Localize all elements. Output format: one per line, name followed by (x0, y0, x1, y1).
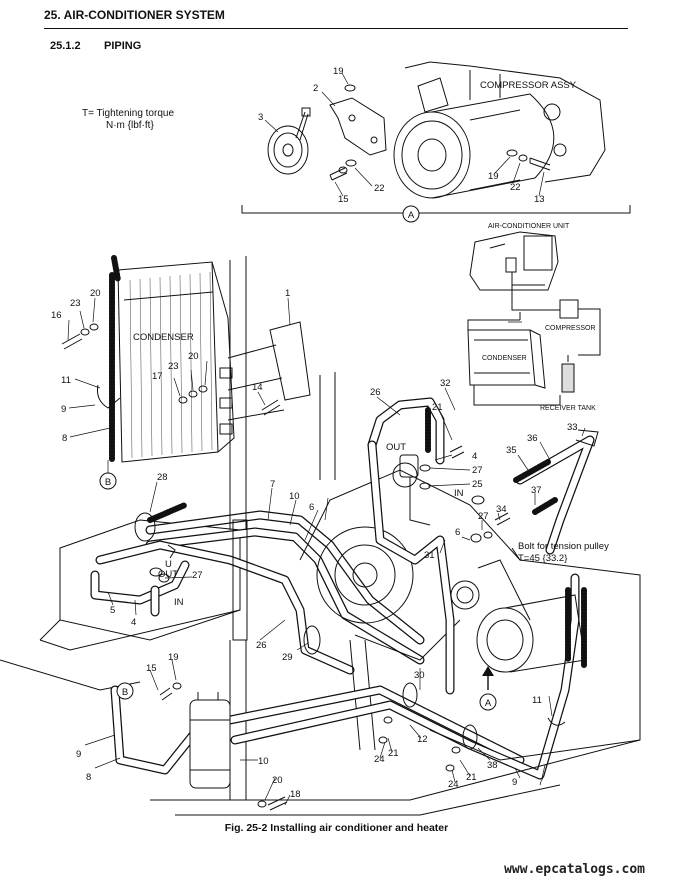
callout-26-bottom: 26 (256, 640, 267, 651)
callout-10-bottom: 10 (258, 756, 269, 767)
callout-27-right: 27 (478, 511, 489, 522)
out-port-left: OUT (158, 569, 178, 580)
callout-7-right: 7 (538, 777, 543, 788)
section-name: PIPING (104, 40, 142, 52)
callout-18: 18 (290, 789, 301, 800)
callout-14: 14 (252, 382, 263, 393)
callout-5: 5 (110, 605, 115, 616)
tension-pulley-note-line1: Bolt for tension pulley (518, 541, 609, 552)
inset-receiver-tank-label: RECEIVER TANK (540, 405, 596, 412)
callout-1: 1 (285, 288, 290, 299)
out-port-compressor: OUT (386, 442, 406, 453)
inset-condenser-label: CONDENSER (482, 355, 527, 362)
callout-17: 17 (152, 371, 163, 382)
callout-16: 16 (51, 310, 62, 321)
callout-12: 12 (417, 734, 428, 745)
view-marker-b-bottom-label: B (122, 687, 128, 698)
condenser-label: CONDENSER (133, 332, 194, 343)
callout-38: 38 (487, 760, 498, 771)
callout-11-right: 11 (532, 695, 542, 706)
callout-27-top: 27 (472, 465, 483, 476)
callout-6-right: 6 (455, 527, 460, 538)
callout-35: 35 (506, 445, 517, 456)
callout-22-right: 22 (510, 182, 521, 193)
header-rule (44, 28, 628, 29)
callout-22-top: 22 (374, 183, 385, 194)
section-number: 25.1.2 (50, 40, 81, 52)
torque-note-line1: T= Tightening torque (82, 108, 175, 119)
inset-compressor-label: COMPRESSOR (545, 325, 596, 332)
callout-34: 34 (496, 504, 507, 515)
callout-21-mid: 21 (388, 748, 399, 759)
callout-36: 36 (527, 433, 538, 444)
view-marker-a-top-label: A (408, 210, 415, 221)
callout-13: 13 (534, 194, 545, 205)
callout-21-right: 21 (466, 772, 477, 783)
figure-caption: Fig. 25-2 Installing air conditioner and… (224, 822, 449, 834)
callout-20-left: 20 (90, 288, 101, 299)
callout-23-left: 23 (70, 298, 81, 309)
callout-15-bottom: 15 (146, 663, 157, 674)
callout-24-right: 24 (448, 779, 459, 790)
callout-28: 28 (157, 472, 168, 483)
callout-4-left: 4 (131, 617, 136, 628)
callout-9-left: 9 (61, 404, 66, 415)
view-marker-a-top (402, 205, 420, 223)
view-marker-a-engine (479, 693, 497, 711)
callout-23-mid: 23 (168, 361, 179, 372)
callout-20-bottom: 20 (272, 775, 283, 786)
view-marker-a-engine-label: A (485, 698, 492, 709)
in-port-compressor: IN (454, 488, 464, 499)
callout-26-top: 26 (370, 387, 381, 398)
callout-7-mid: 7 (270, 479, 275, 490)
in-port-left: IN (174, 597, 184, 608)
callout-21-top: 21 (432, 402, 443, 413)
callout-37: 37 (531, 485, 542, 496)
callout-30: 30 (414, 670, 425, 681)
callout-9-right: 9 (512, 777, 517, 788)
inset-ac-unit-label: AIR-CONDITIONER UNIT (488, 223, 570, 230)
callout-19-bottom: 19 (168, 652, 179, 663)
part-callouts: 19 2 3 15 22 19 22 13 1 16 23 20 11 9 8 … (51, 66, 578, 800)
view-marker-b-left-label: B (105, 477, 111, 488)
watermark: www.epcatalogs.com (504, 862, 645, 877)
main-piping: A B OUT (0, 256, 641, 816)
callout-19-top: 19 (333, 66, 344, 77)
condenser: CONDENSER B (61, 255, 311, 490)
callout-8-bottom: 8 (86, 772, 91, 783)
callout-11-left: 11 (61, 375, 71, 386)
callout-4-top: 4 (472, 451, 477, 462)
compressor-assembly-detail: A COMPRESSOR ASSY (241, 61, 631, 223)
callout-25: 25 (472, 479, 483, 490)
torque-note: T= Tightening torque N·m {lbf·ft} (82, 108, 174, 132)
callout-29: 29 (282, 652, 293, 663)
tension-pulley-note-line2: T=45 {33.2} (518, 553, 567, 564)
callout-33: 33 (567, 422, 578, 433)
callout-19-right: 19 (488, 171, 499, 182)
view-marker-b-bottom (116, 682, 134, 700)
callout-27-left: 27 (192, 570, 203, 581)
page-header-title: 25. AIR-CONDITIONER SYSTEM (44, 8, 225, 22)
callout-15-top: 15 (338, 194, 349, 205)
callout-6-mid: 6 (309, 502, 314, 513)
compressor-assy-label: COMPRESSOR ASSY (480, 80, 577, 91)
callout-24-mid: 24 (374, 754, 385, 765)
u-fitting-label: U (165, 559, 172, 570)
callout-3: 3 (258, 112, 263, 123)
section-title: 25.1.2 PIPING (50, 40, 141, 52)
torque-note-line2: N·m {lbf·ft} (106, 120, 154, 131)
callout-9-bottom: 9 (76, 749, 81, 760)
callout-10-mid: 10 (289, 491, 300, 502)
system-layout-inset: AIR-CONDITIONER UNIT COMPRESSOR CONDENSE… (467, 223, 601, 412)
callout-2: 2 (313, 83, 318, 94)
callout-32: 32 (440, 378, 451, 389)
callout-31: 31 (424, 550, 435, 561)
callout-20-mid: 20 (188, 351, 199, 362)
callout-8-left: 8 (62, 433, 67, 444)
